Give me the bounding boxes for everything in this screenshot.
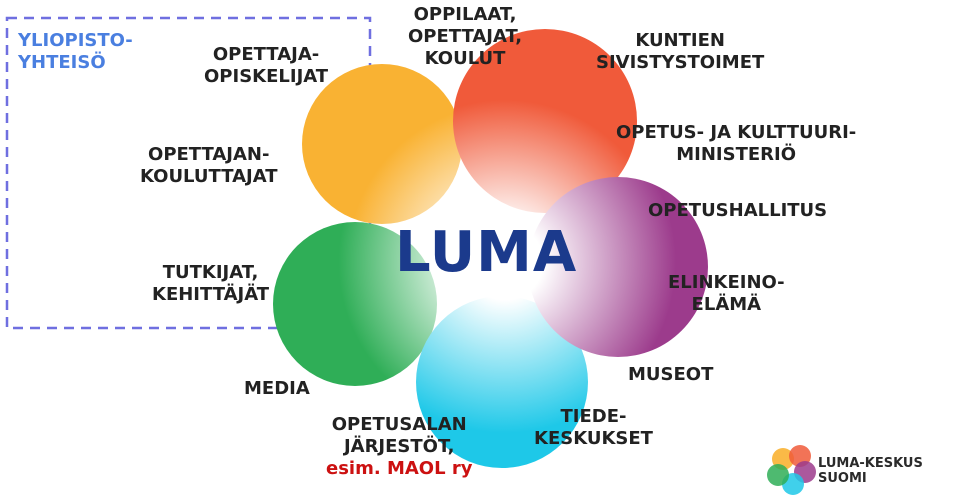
petal-cyan [416,296,588,468]
petal-yellow [302,64,462,224]
label-oppilaat: OPPILAAT, OPETTAJAT, KOULUT [408,4,523,69]
label-tiedekeskukset: TIEDE- KESKUKSET [534,406,653,449]
yliopistoyhteiso-line1: YLIOPISTO- [18,30,133,51]
label-museot: MUSEOT [628,364,714,385]
label-opetushallitus: OPETUSHALLITUS [648,200,828,221]
yliopistoyhteiso-label: YLIOPISTO- YHTEISÖ [18,30,133,74]
luma-center-label: LUMA [395,220,578,285]
petal-purple [528,177,708,357]
label-elinkeinoelama: ELINKEINO- ELÄMÄ [668,272,785,315]
label-tutkijat-kehittajat: TUTKIJAT, KEHITTÄJÄT [152,262,270,305]
label-kuntien-sivistystoimet: KUNTIEN SIVISTYSTOIMET [596,30,765,73]
label-media: MEDIA [244,378,310,399]
petal-red [453,29,637,213]
label-maol-example: esim. MAOL ry [326,458,473,479]
luma-keskus-logo-text: LUMA-KESKUS SUOMI [818,456,923,486]
label-opettajaopiskelijat: OPETTAJA- OPISKELIJAT [204,44,329,87]
label-opettajankouluttajat: OPETTAJAN- KOULUTTAJAT [140,144,278,187]
luma-logo-icon [767,445,816,495]
yliopistoyhteiso-line2: YHTEISÖ [18,52,106,73]
label-opetusalan-jarjestot: OPETUSALAN JÄRJESTÖT, esim. MAOL ry [326,414,473,479]
petal-green [273,222,437,386]
label-opetus-ja-kulttuuriministerio: OPETUS- JA KULTTUURI- MINISTERIÖ [616,122,857,165]
